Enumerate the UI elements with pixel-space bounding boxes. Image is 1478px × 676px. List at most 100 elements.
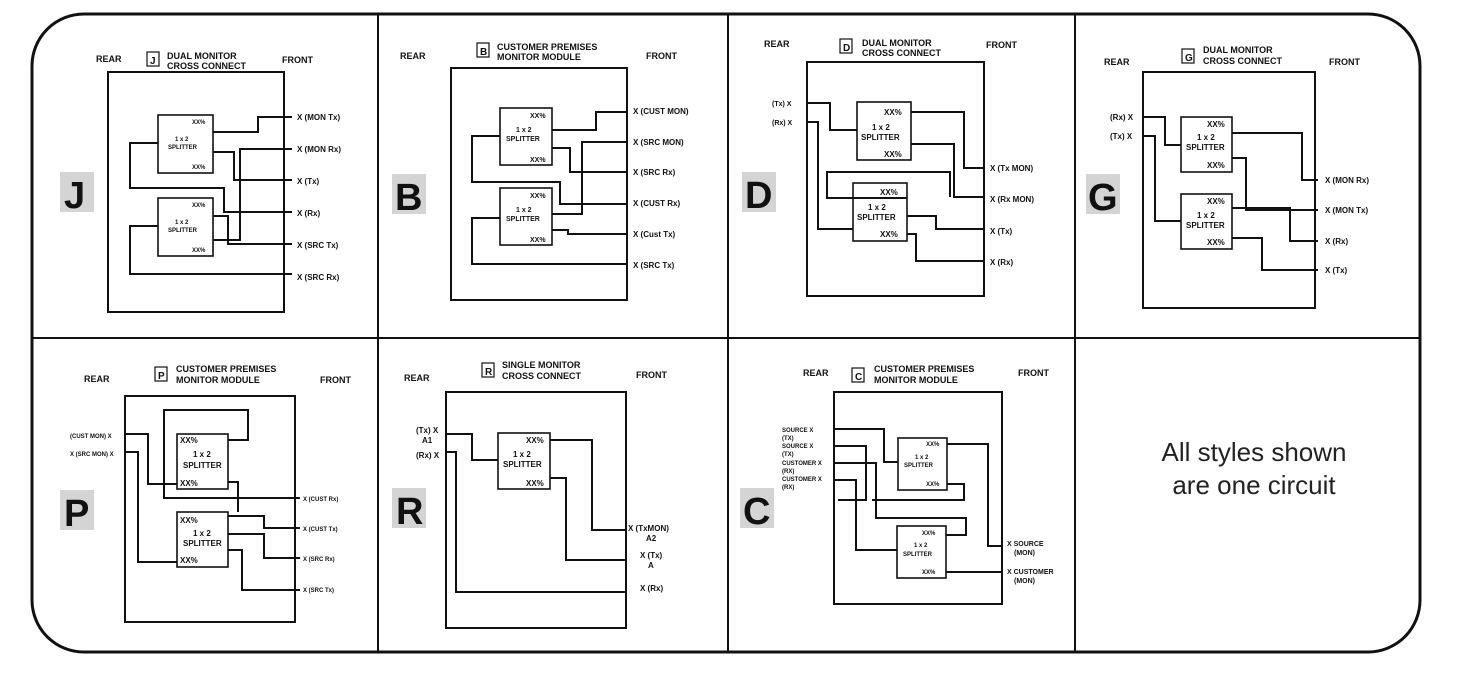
big-letter-bg — [742, 172, 776, 212]
xx-label: XX% — [530, 113, 546, 120]
port-label: X (SRC Rx) — [633, 168, 676, 177]
xx-label: XX% — [180, 556, 198, 565]
port-label: X (CUST Rx) — [303, 497, 338, 503]
input-label: SOURCE X — [782, 444, 813, 450]
front-label: FRONT — [282, 55, 313, 65]
port-label: X (Tx) — [297, 177, 320, 186]
input-label: A1 — [422, 436, 433, 445]
xx-label: XX% — [530, 193, 546, 200]
big-letter-bg — [60, 172, 94, 212]
splitter-text: 1 x 2 — [513, 450, 531, 459]
big-letter-bg — [392, 174, 426, 214]
splitter-2 — [852, 182, 908, 242]
xx-label: XX% — [1207, 238, 1225, 247]
port-label: X (Rx MON) — [990, 195, 1034, 204]
panel-title-line2: CROSS CONNECT — [1203, 56, 1283, 66]
panel-title-line1: CUSTOMER PREMISES — [874, 364, 974, 374]
splitter-text: SPLITTER — [503, 460, 542, 469]
front-label: FRONT — [636, 370, 667, 380]
splitter-1 — [176, 433, 229, 490]
wiring — [125, 409, 300, 591]
input-label: (TX) — [782, 436, 794, 442]
big-letter-bg — [1086, 174, 1120, 214]
input-label: (Tx) X — [1110, 132, 1133, 141]
xx-label: XX% — [926, 442, 940, 448]
panel-r: REAR R SINGLE MONITOR CROSS CONNECT FRON… — [392, 360, 669, 629]
wiring — [129, 116, 292, 275]
big-letter-bg — [740, 488, 774, 528]
rear-label: REAR — [96, 54, 122, 64]
input-label: (Tx) X — [772, 101, 792, 108]
xx-label: XX% — [192, 203, 206, 209]
rear-label: REAR — [803, 368, 829, 378]
splitter-text: 1 x 2 — [1197, 133, 1215, 142]
panel-title-line2: MONITOR MODULE — [176, 375, 260, 385]
port-label: X (Rx) — [990, 258, 1013, 267]
xx-label: XX% — [180, 436, 198, 445]
xx-label: XX% — [1207, 120, 1225, 129]
xx-label: XX% — [526, 479, 544, 488]
big-letter: R — [396, 491, 423, 533]
panel-title-line1: DUAL MONITOR — [167, 51, 237, 61]
port-label: X (SRC MON) — [633, 138, 684, 147]
panel-title-line1: DUAL MONITOR — [862, 38, 932, 48]
panel-code-box — [1181, 48, 1195, 64]
big-letter: J — [64, 175, 85, 217]
port-label: X (CUST Rx) — [633, 199, 680, 208]
splitter-text: 1 x 2 — [193, 450, 211, 459]
panel-title-line2: MONITOR MODULE — [497, 52, 581, 62]
panel-code: P — [158, 371, 165, 382]
panel-code-box — [154, 366, 168, 382]
xx-label: XX% — [526, 436, 544, 445]
panel-title-line2: MONITOR MODULE — [874, 375, 958, 385]
big-letter: B — [395, 177, 422, 219]
port-label: X (MON Tx) — [1325, 206, 1368, 215]
panel-code-box — [476, 42, 490, 58]
xx-label: XX% — [1207, 161, 1225, 170]
xx-label: XX% — [922, 531, 936, 537]
port-label: X (SRC Rx) — [303, 557, 335, 563]
xx-label: XX% — [884, 150, 902, 159]
rear-label: REAR — [1104, 57, 1130, 67]
port-label: A — [648, 561, 654, 570]
splitter-text: 1 x 2 — [193, 529, 211, 538]
input-label: (CUST MON) X — [70, 434, 112, 440]
port-label: X (Tx) — [640, 551, 663, 560]
panel-title-line2: CROSS CONNECT — [502, 371, 582, 381]
module-outline — [1142, 71, 1316, 309]
port-label: X (Cust Tx) — [633, 230, 676, 239]
input-label: CUSTOMER X — [782, 461, 822, 467]
port-label: X CUSTOMER — [1007, 569, 1054, 576]
splitter-text: 1 x 2 — [516, 207, 532, 214]
rear-label: REAR — [84, 374, 110, 384]
xx-label: XX% — [530, 237, 546, 244]
splitter-text: 1 x 2 — [175, 137, 189, 143]
port-label: X (TxMON) — [628, 524, 669, 533]
wiring — [471, 111, 626, 265]
big-letter: D — [745, 175, 772, 217]
big-letter: C — [743, 491, 770, 533]
port-label: X (MON Rx) — [1325, 176, 1369, 185]
port-label: X (SRC Tx) — [633, 261, 675, 270]
splitter-text: SPLITTER — [168, 145, 198, 151]
module-outline — [833, 391, 1003, 605]
input-label: (RX) — [782, 485, 794, 491]
port-label: X (SRC Tx) — [297, 241, 339, 250]
input-label: (TX) — [782, 452, 794, 458]
big-letter-bg — [392, 488, 426, 528]
panel-title-line1: DUAL MONITOR — [1203, 45, 1273, 55]
wiring — [807, 102, 984, 262]
splitter-text: SPLITTER — [1186, 221, 1225, 230]
port-label: X (SRC Rx) — [297, 273, 340, 282]
module-outline — [445, 391, 627, 629]
module-outline — [450, 67, 628, 301]
input-label: X (SRC MON) X — [70, 452, 114, 458]
input-label: (Rx) X — [1110, 113, 1134, 122]
splitter-1 — [897, 437, 948, 491]
panel-title-line2: CROSS CONNECT — [167, 61, 247, 71]
splitter-text: SPLITTER — [857, 213, 896, 222]
port-label: X SOURCE — [1007, 541, 1044, 548]
panel-c: REAR C CUSTOMER PREMISES MONITOR MODULE … — [740, 364, 1054, 605]
splitter-text: 1 x 2 — [914, 543, 928, 549]
